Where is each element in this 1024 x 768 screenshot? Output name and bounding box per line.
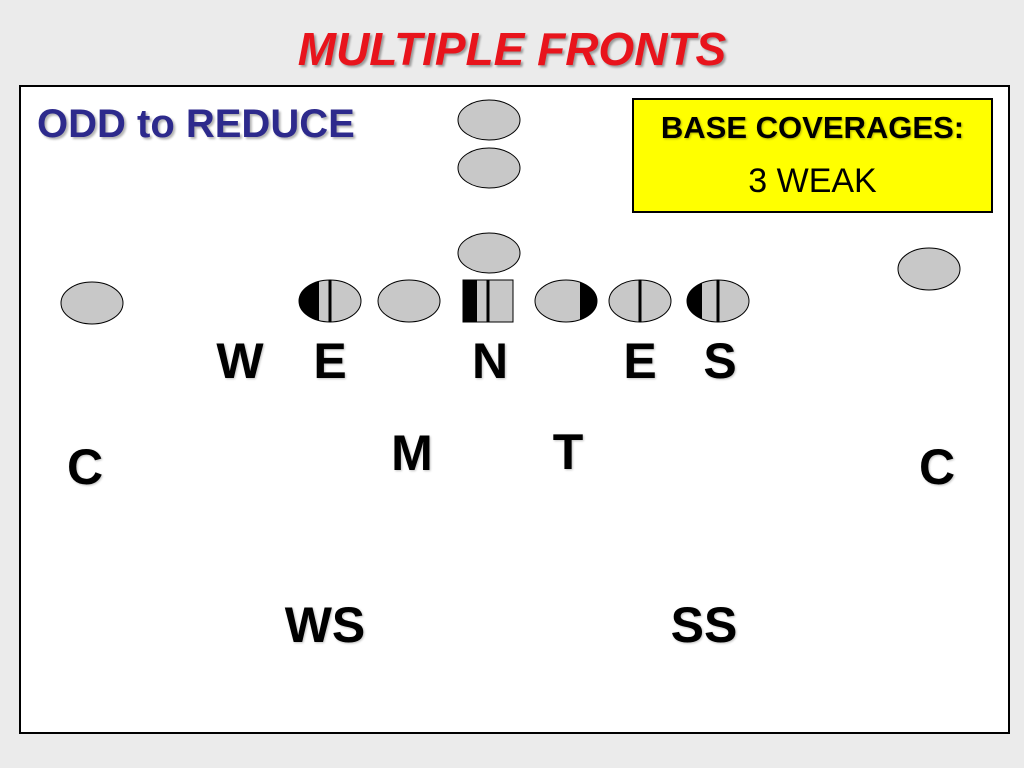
tight-end-shaded xyxy=(686,279,750,323)
tailback-ellipse xyxy=(457,232,521,274)
qb-ellipse xyxy=(457,99,521,141)
defender-e-weak-label: E xyxy=(313,333,347,389)
fullback-ellipse xyxy=(457,147,521,189)
coverage-box: BASE COVERAGES: 3 WEAK xyxy=(632,98,993,213)
defender-e-strong-label: E xyxy=(623,333,657,389)
defender-n-label: N xyxy=(471,333,509,389)
flanker-ellipse xyxy=(897,247,961,291)
defender-c-left-label: C xyxy=(66,439,104,495)
left-tackle-shaded xyxy=(298,279,362,323)
defender-w-label: W xyxy=(216,333,264,389)
center-square xyxy=(462,279,514,323)
defender-m-label: M xyxy=(391,425,433,481)
defender-ws-label: WS xyxy=(284,597,366,653)
right-guard-shaded xyxy=(534,279,598,323)
split-end-ellipse xyxy=(60,281,124,325)
coverage-value: 3 WEAK xyxy=(748,162,877,200)
slide-title: MULTIPLE FRONTS xyxy=(297,23,727,75)
coverage-heading: BASE COVERAGES: xyxy=(660,110,965,145)
defender-ss-label: SS xyxy=(670,597,738,653)
defender-s-label: S xyxy=(703,333,737,389)
defender-t-label: T xyxy=(552,424,584,480)
front-subtitle: ODD to REDUCE xyxy=(37,102,355,146)
right-tackle-line xyxy=(608,279,672,323)
left-guard-ellipse xyxy=(377,279,441,323)
defender-c-right-label: C xyxy=(918,439,956,495)
